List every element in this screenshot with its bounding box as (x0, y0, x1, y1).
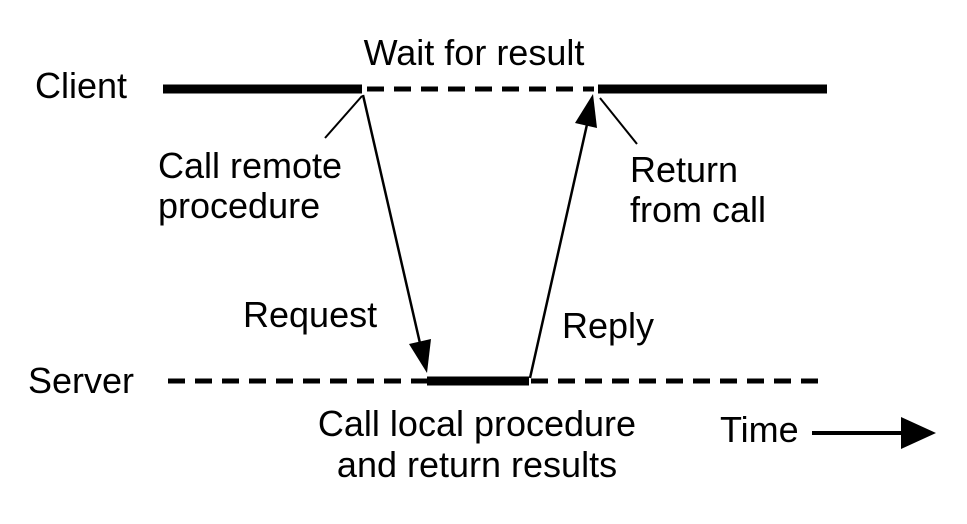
reply-message-label: Reply (562, 305, 654, 346)
client-lane-label: Client (35, 65, 127, 106)
server-lane-label: Server (28, 360, 134, 401)
time-axis-label: Time (720, 409, 799, 450)
request-arrowhead-icon (409, 339, 431, 373)
call-local-procedure-label-line2: and return results (337, 444, 617, 485)
request-arrow-line (361, 94, 424, 353)
time-arrowhead-icon (901, 417, 936, 449)
call-remote-procedure-label-line2: procedure (158, 185, 320, 226)
reply-arrow-line (528, 119, 590, 379)
call-local-procedure-label-line1: Call local procedure (318, 403, 636, 444)
call-remote-leader-line (324, 95, 363, 139)
wait-for-result-label: Wait for result (364, 32, 585, 73)
return-from-call-label-line1: Return (630, 149, 738, 190)
request-message-label: Request (243, 294, 377, 335)
return-from-call-leader-line (599, 97, 638, 145)
call-remote-procedure-label-line1: Call remote (158, 145, 342, 186)
return-from-call-label-line2: from call (630, 189, 766, 230)
reply-arrowhead-icon (575, 94, 597, 128)
